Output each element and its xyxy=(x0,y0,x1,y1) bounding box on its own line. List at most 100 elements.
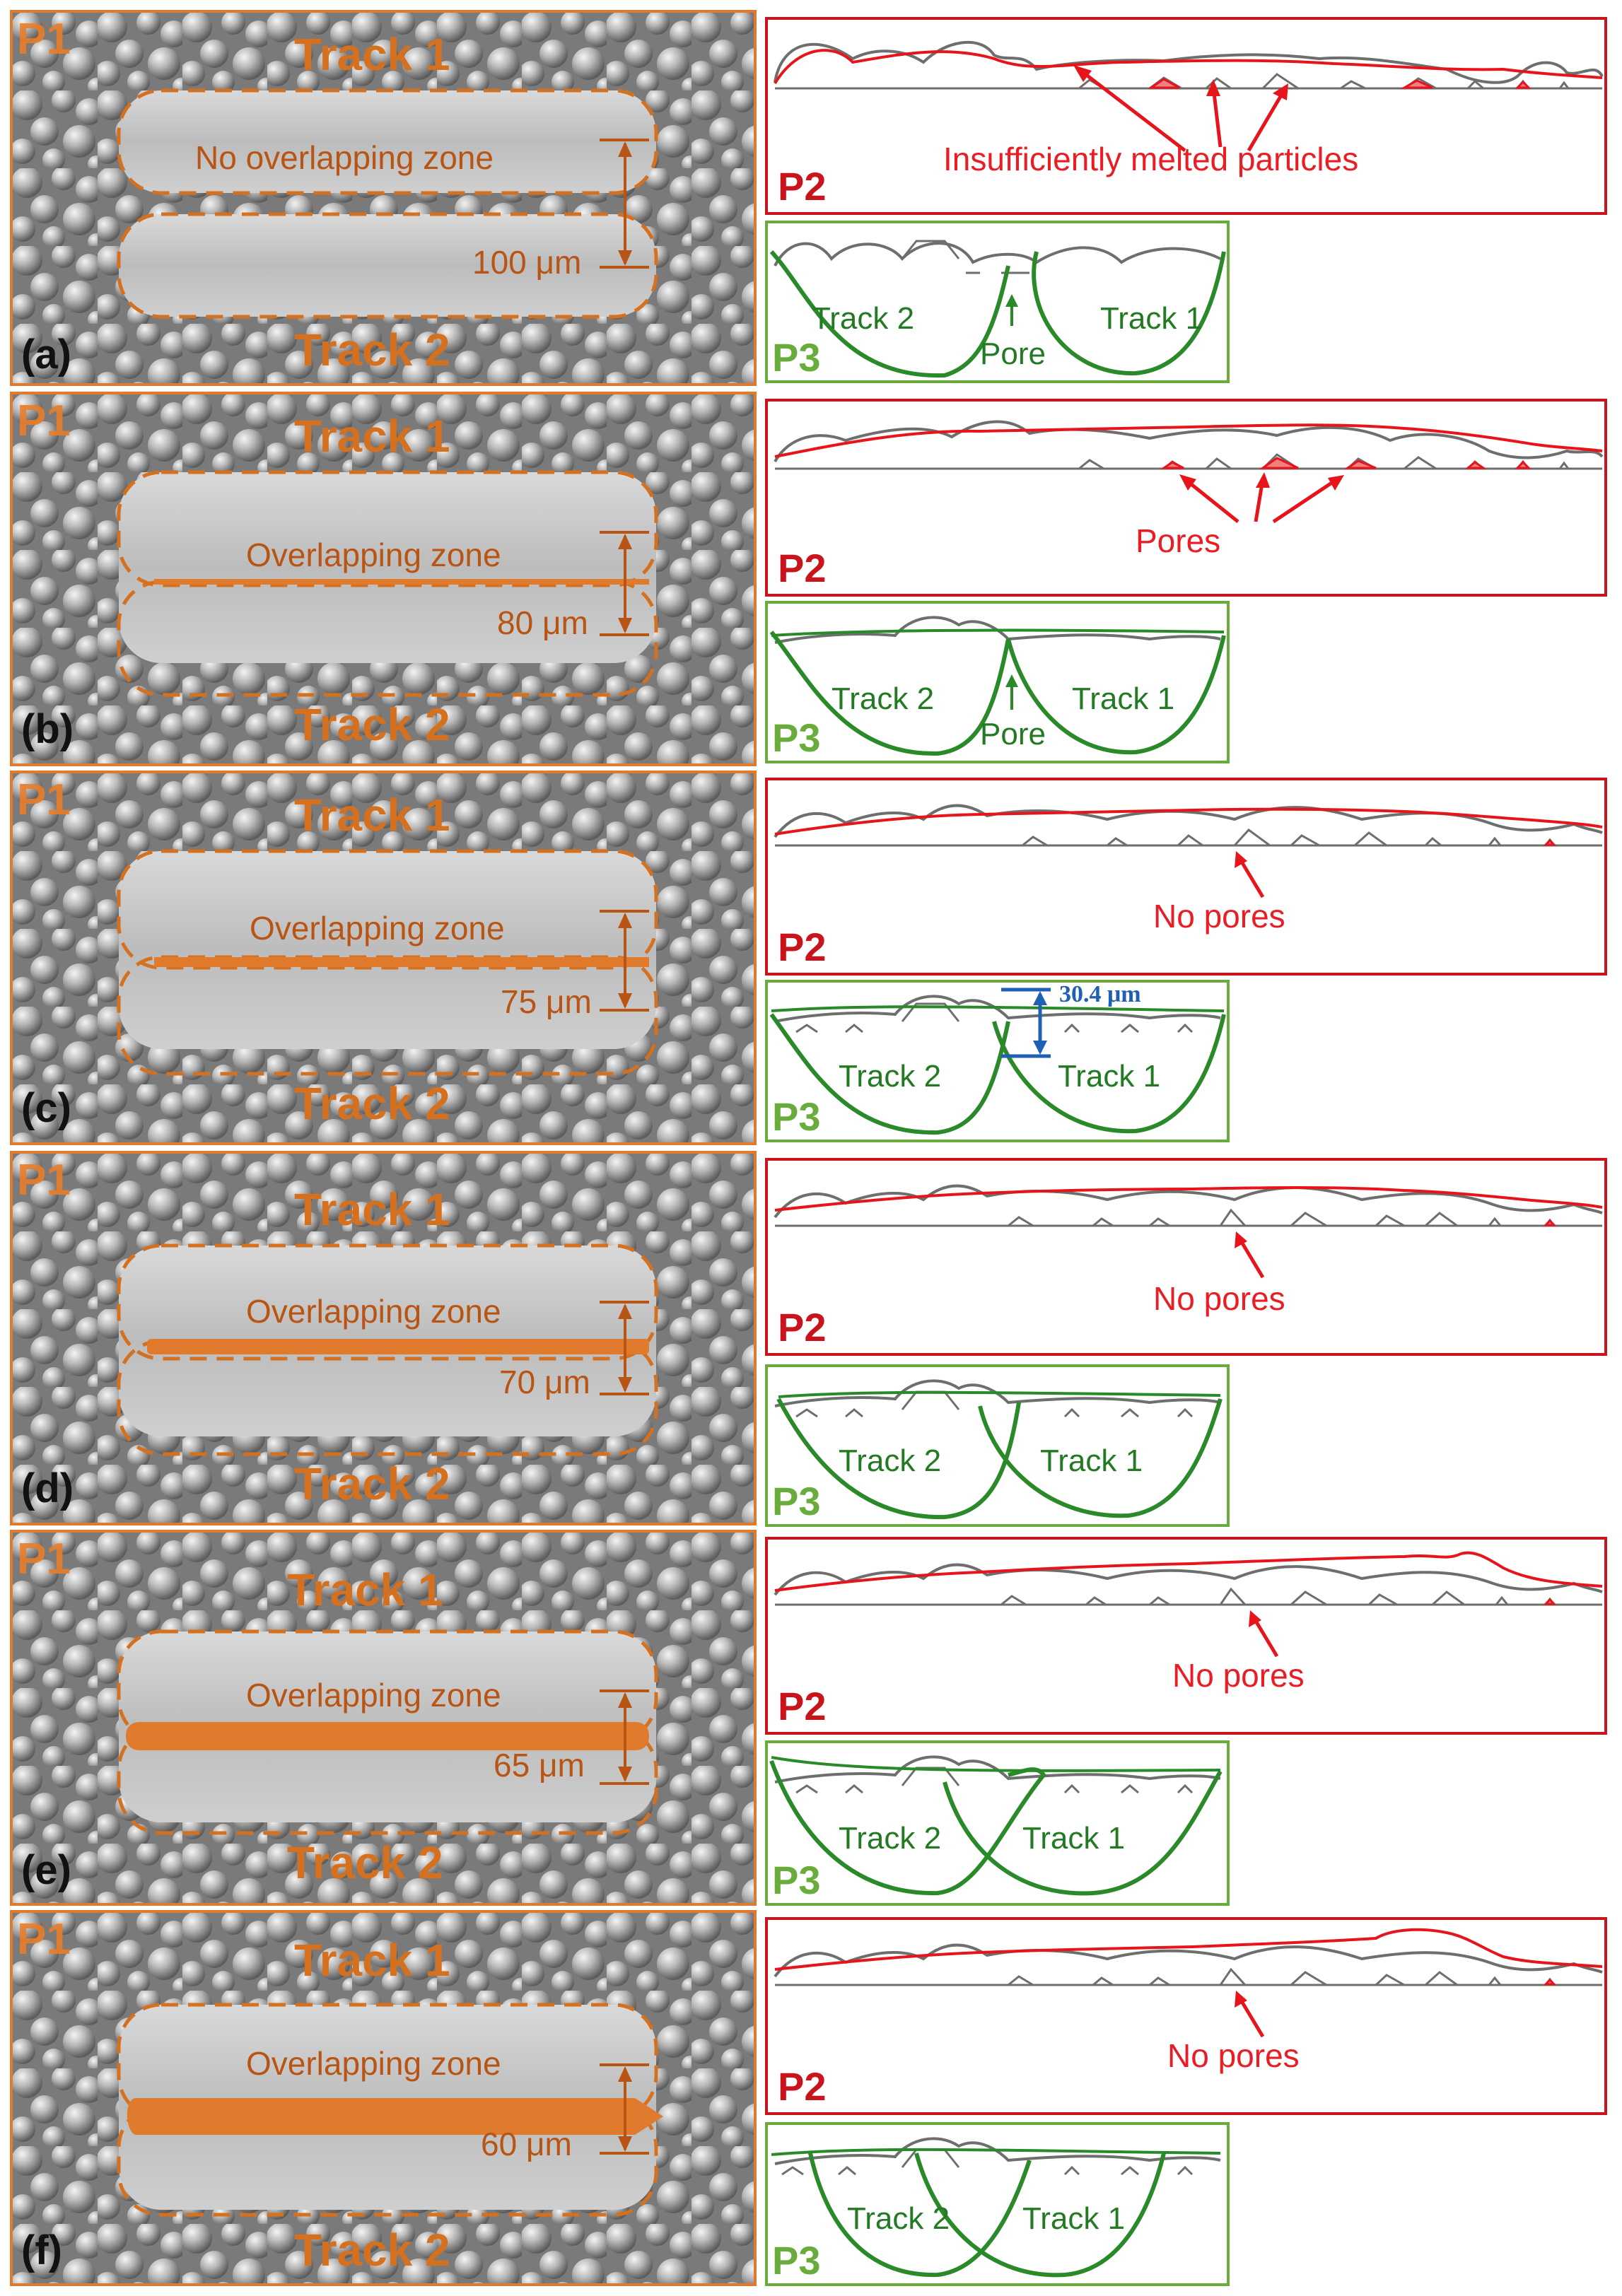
p3-label: P3 xyxy=(772,1858,821,1902)
track-2-label: Track 2 xyxy=(294,1458,450,1509)
p1-label: P1 xyxy=(17,1915,71,1964)
p2-label: P2 xyxy=(778,164,827,209)
p3-label: P3 xyxy=(772,1479,821,1523)
overlap-band xyxy=(127,2098,663,2135)
p3-melt-pool-b: Track 2 Track 1 Pore P3 xyxy=(765,601,1230,763)
spacing-label: 65 μm xyxy=(494,1747,585,1784)
p2-annotation: No pores xyxy=(1172,1657,1305,1694)
track-2-outline xyxy=(117,212,658,319)
powder-bed-surface xyxy=(13,1533,754,1903)
p3-melt-pool-sketch xyxy=(774,1379,1223,1520)
track-1-label: Track 1 xyxy=(294,1184,450,1235)
p2-profile xyxy=(774,804,1603,898)
powder-bed-surface xyxy=(13,1913,754,2283)
track-1-outline xyxy=(117,470,658,587)
p3-track-2-label: Track 2 xyxy=(812,301,915,336)
track-2-label: Track 2 xyxy=(287,1837,443,1888)
p1-top-view-f: P1 Track 1 Overlapping zone 60 μm Track … xyxy=(10,1910,757,2286)
pore-label: Pore xyxy=(980,336,1046,371)
p3-melt-pool-sketch xyxy=(769,240,1226,378)
zone-label: Overlapping zone xyxy=(246,1677,501,1714)
p2-label: P2 xyxy=(778,546,827,590)
p2-label: P2 xyxy=(778,925,827,969)
p3-melt-pool-sketch xyxy=(771,2137,1221,2278)
zone-label: Overlapping zone xyxy=(246,537,501,573)
zone-label: No overlapping zone xyxy=(195,139,494,176)
p2-cross-section-f: No pores P2 xyxy=(765,1917,1607,2115)
depth-dimension-label: 30.4 μm xyxy=(1059,981,1141,1007)
subfigure-label: (b) xyxy=(21,706,74,752)
overlap-band xyxy=(147,1339,649,1354)
track-2-label: Track 2 xyxy=(294,1078,450,1129)
p3-label: P3 xyxy=(772,1094,821,1139)
spacing-label: 60 μm xyxy=(481,2126,572,2162)
p2-cross-section-a: Insufficiently melted particles P2 xyxy=(765,17,1607,215)
p2-annotation: No pores xyxy=(1153,1280,1285,1317)
powder-bed-surface xyxy=(13,773,754,1142)
p3-label: P3 xyxy=(772,2238,821,2283)
p3-track-1-label: Track 1 xyxy=(1040,1443,1143,1478)
p3-melt-pool-sketch xyxy=(769,1755,1223,1896)
p3-melt-pool-d: Track 2 Track 1 P3 xyxy=(765,1364,1230,1527)
p3-track-1-label: Track 1 xyxy=(1072,681,1175,716)
p3-track-1-label: Track 1 xyxy=(1058,1059,1161,1094)
p3-label: P3 xyxy=(772,335,821,380)
p2-profile xyxy=(774,40,1604,152)
p2-label: P2 xyxy=(778,2064,827,2109)
overlap-band xyxy=(126,1722,649,1750)
p1-label: P1 xyxy=(17,775,71,824)
powder-bed-surface xyxy=(13,13,754,383)
p1-top-view-e: P1 Track 1 Overlapping zone 65 μm Track … xyxy=(10,1530,757,1906)
p3-track-1-label: Track 1 xyxy=(1022,1821,1126,1856)
zone-label: Overlapping zone xyxy=(250,910,505,947)
p3-track-2-label: Track 2 xyxy=(832,681,935,716)
subfigure-label: (c) xyxy=(21,1085,71,1131)
p2-annotation: No pores xyxy=(1153,898,1285,935)
track-1-label: Track 1 xyxy=(294,790,450,840)
powder-bed-surface xyxy=(13,1154,754,1523)
p3-track-2-label: Track 2 xyxy=(847,2201,950,2236)
spacing-label: 80 μm xyxy=(497,604,588,641)
subfigure-label: (a) xyxy=(21,332,71,377)
powder-bed-surface xyxy=(13,394,754,763)
subfigure-label: (d) xyxy=(21,1465,74,1511)
track-1-outline xyxy=(117,88,658,195)
p1-top-view-c: P1 Track 1 Overlapping zone 75 μm Track … xyxy=(10,771,757,1145)
p1-label: P1 xyxy=(17,397,71,445)
p2-profile xyxy=(774,1928,1603,2038)
p3-track-1-label: Track 1 xyxy=(1100,301,1203,336)
p2-profile xyxy=(774,1184,1603,1279)
p3-label: P3 xyxy=(772,715,821,760)
p2-label: P2 xyxy=(778,1305,827,1349)
track-1-outline xyxy=(117,849,658,970)
zone-label: Overlapping zone xyxy=(246,2045,501,2082)
p1-label: P1 xyxy=(17,1535,71,1583)
p3-track-2-label: Track 2 xyxy=(839,1443,942,1478)
track-1-label: Track 1 xyxy=(294,1935,450,1986)
p3-melt-pool-f: Track 2 Track 1 P3 xyxy=(765,2122,1230,2286)
p3-track-2-label: Track 2 xyxy=(839,1059,942,1094)
p1-top-view-d: P1 Track 1 Overlapping zone 70 μm Track … xyxy=(10,1151,757,1525)
p2-annotation: No pores xyxy=(1167,2037,1300,2074)
track-1-label: Track 1 xyxy=(294,29,450,80)
p2-label: P2 xyxy=(778,1684,827,1728)
p1-label: P1 xyxy=(17,1156,71,1205)
p1-top-view-a: P1 Track 1 No overlapping zone 100 μm Tr… xyxy=(10,10,757,386)
p2-cross-section-d: No pores P2 xyxy=(765,1158,1607,1356)
spacing-label: 100 μm xyxy=(472,244,582,281)
p2-annotation: Insufficiently melted particles xyxy=(943,141,1359,177)
zone-label: Overlapping zone xyxy=(246,1293,501,1330)
p2-annotation: Pores xyxy=(1136,522,1221,559)
p2-profile xyxy=(774,1551,1603,1658)
spacing-label: 75 μm xyxy=(501,983,592,1020)
spacing-label: 70 μm xyxy=(499,1364,590,1400)
p1-label: P1 xyxy=(17,15,71,64)
track-1-label: Track 1 xyxy=(287,1564,443,1615)
overlap-band xyxy=(154,957,649,967)
p3-melt-pool-a: Track 2 Track 1 Pore P3 xyxy=(765,221,1230,383)
track-1-outline xyxy=(117,1243,658,1361)
p3-track-1-label: Track 1 xyxy=(1022,2201,1126,2236)
p3-melt-pool-sketch xyxy=(769,616,1226,756)
p3-track-2-label: Track 2 xyxy=(839,1821,942,1856)
subfigure-label: (e) xyxy=(21,1847,71,1893)
